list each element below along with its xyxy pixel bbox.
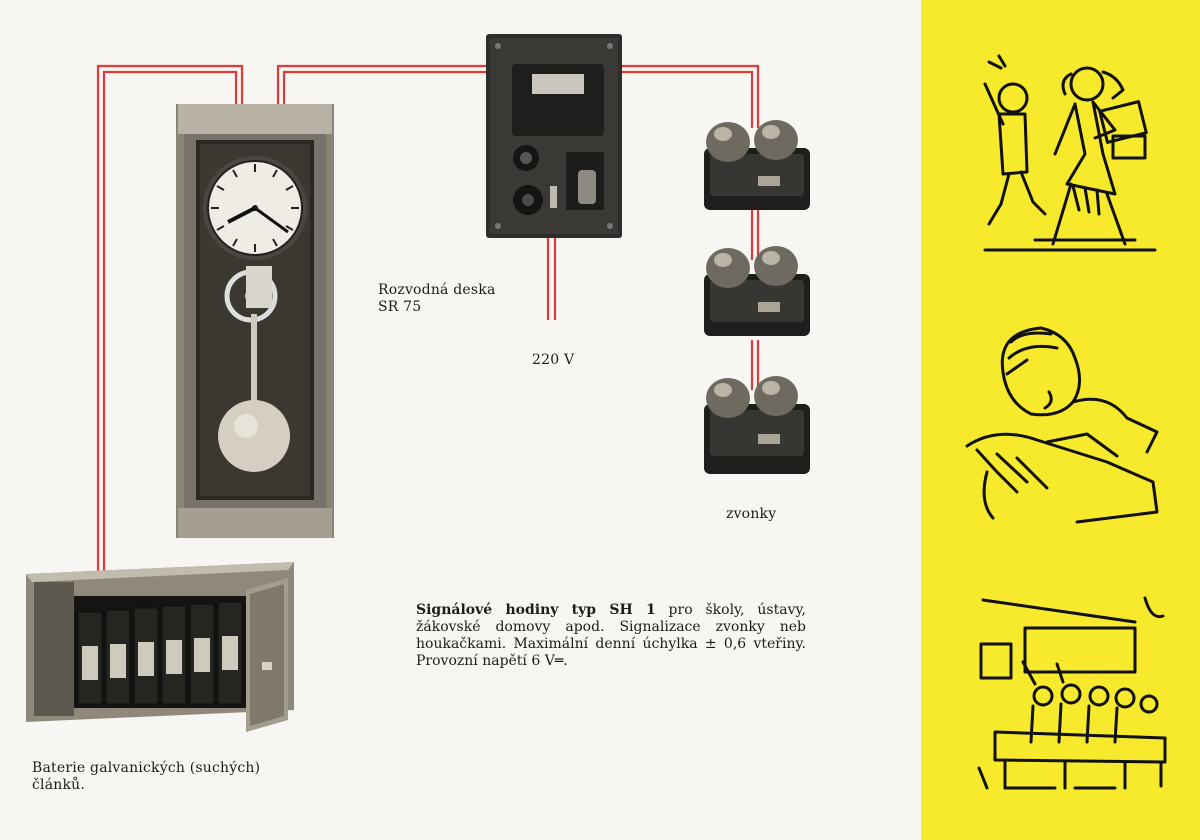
voltage-caption: 220 V <box>532 352 575 368</box>
battery-caption: Baterie galvanických (suchých) článků. <box>32 760 261 793</box>
wiring-lines <box>96 64 760 575</box>
bells-caption: zvonky <box>726 506 777 522</box>
switchboard-photo <box>486 34 622 238</box>
battery-cabinet-photo <box>26 562 294 732</box>
product-title: Signálové hodiny typ SH 1 <box>416 602 656 618</box>
signal-clock-photo <box>176 104 334 538</box>
children-running-drawing <box>983 54 1157 252</box>
child-writing-drawing <box>965 326 1159 524</box>
product-description: Signálové hodiny typ SH 1 pro školy, úst… <box>416 602 806 670</box>
switchboard-caption: Rozvodná deska SR 75 <box>378 282 496 315</box>
bells-photo <box>704 120 810 474</box>
product-details: pro školy, ústavy, žákovské domovy apod.… <box>416 602 806 669</box>
yellow-side-panel <box>921 0 1200 840</box>
classroom-drawing <box>977 596 1167 790</box>
